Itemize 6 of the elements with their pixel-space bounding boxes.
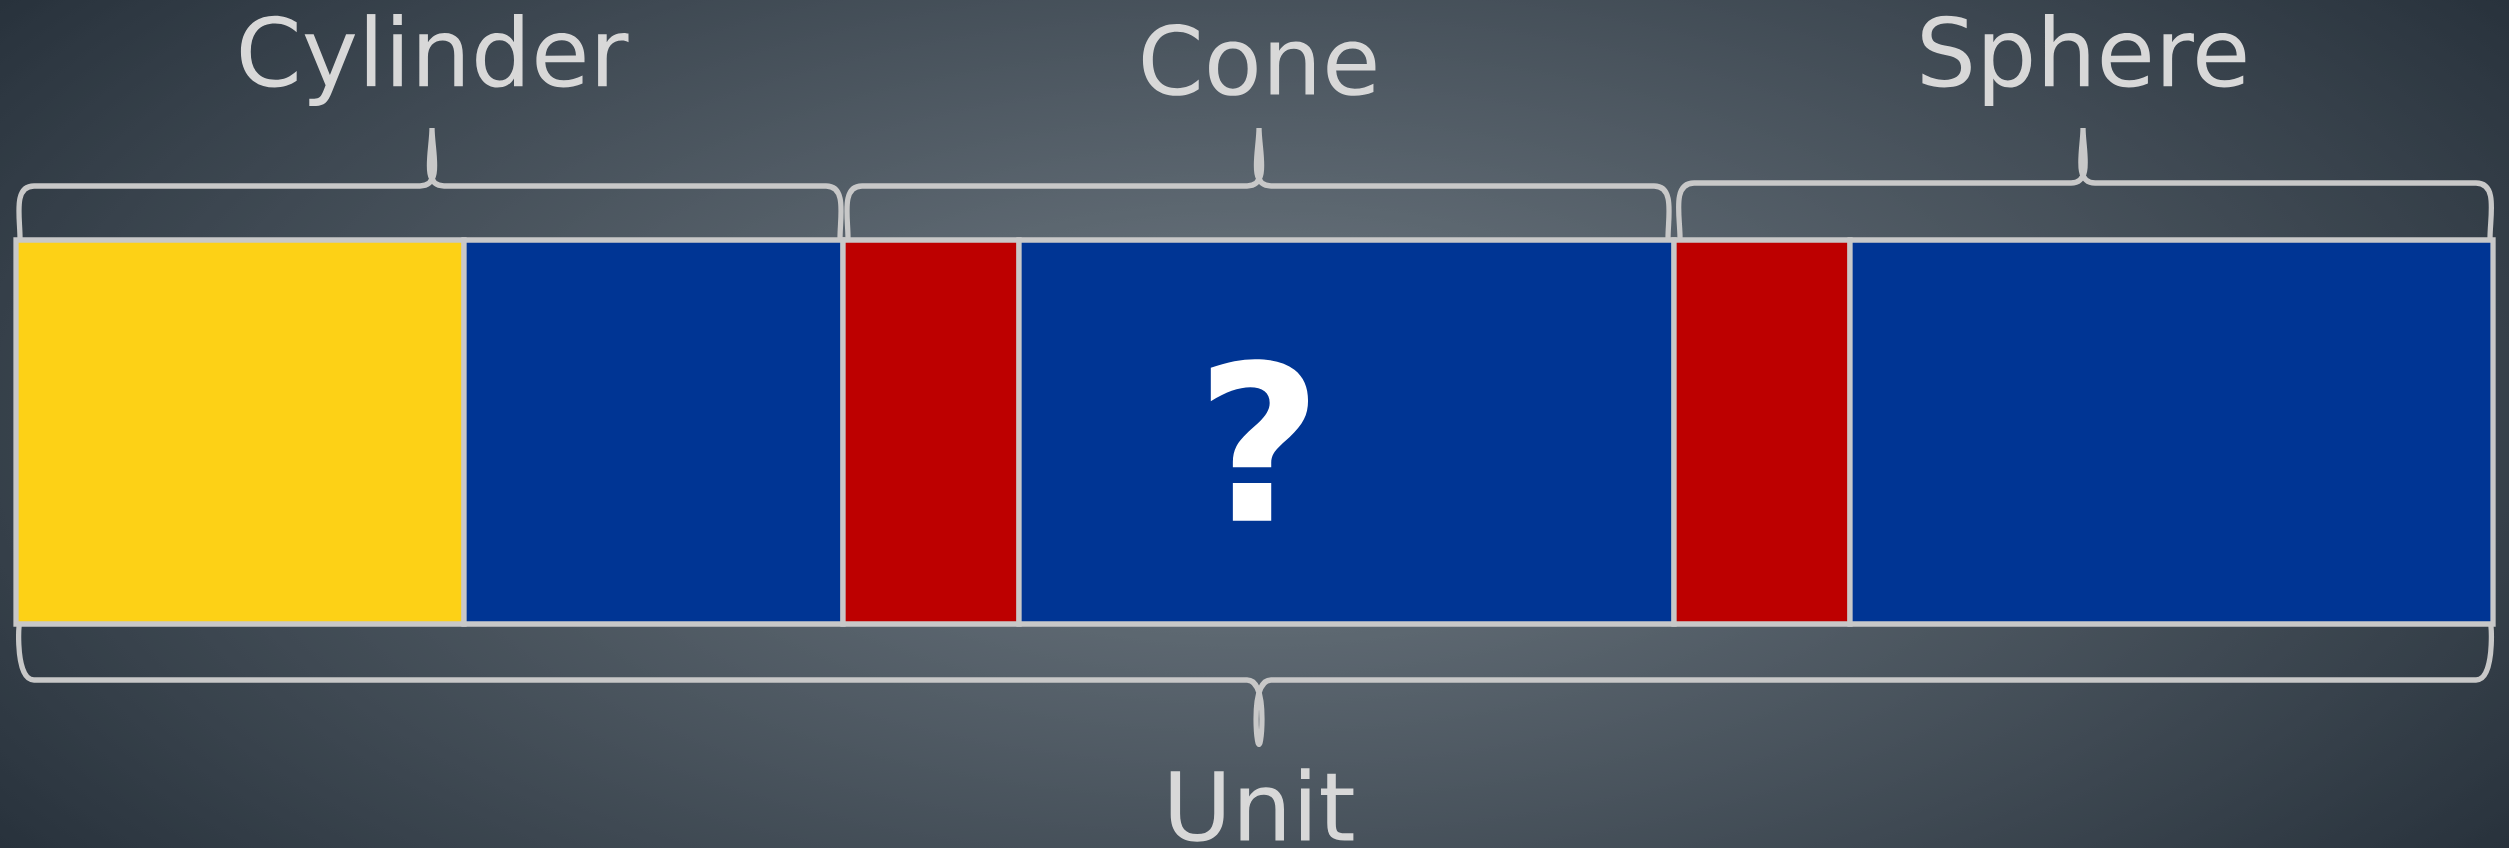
brace-label: Sphere bbox=[1922, 14, 2246, 106]
brace-label: Unit bbox=[1170, 768, 1354, 842]
segment bbox=[1847, 237, 2496, 627]
brace-label: Cylinder bbox=[240, 14, 629, 106]
brace-label: Cone bbox=[1142, 24, 1376, 96]
segment: ? bbox=[1016, 237, 1677, 627]
